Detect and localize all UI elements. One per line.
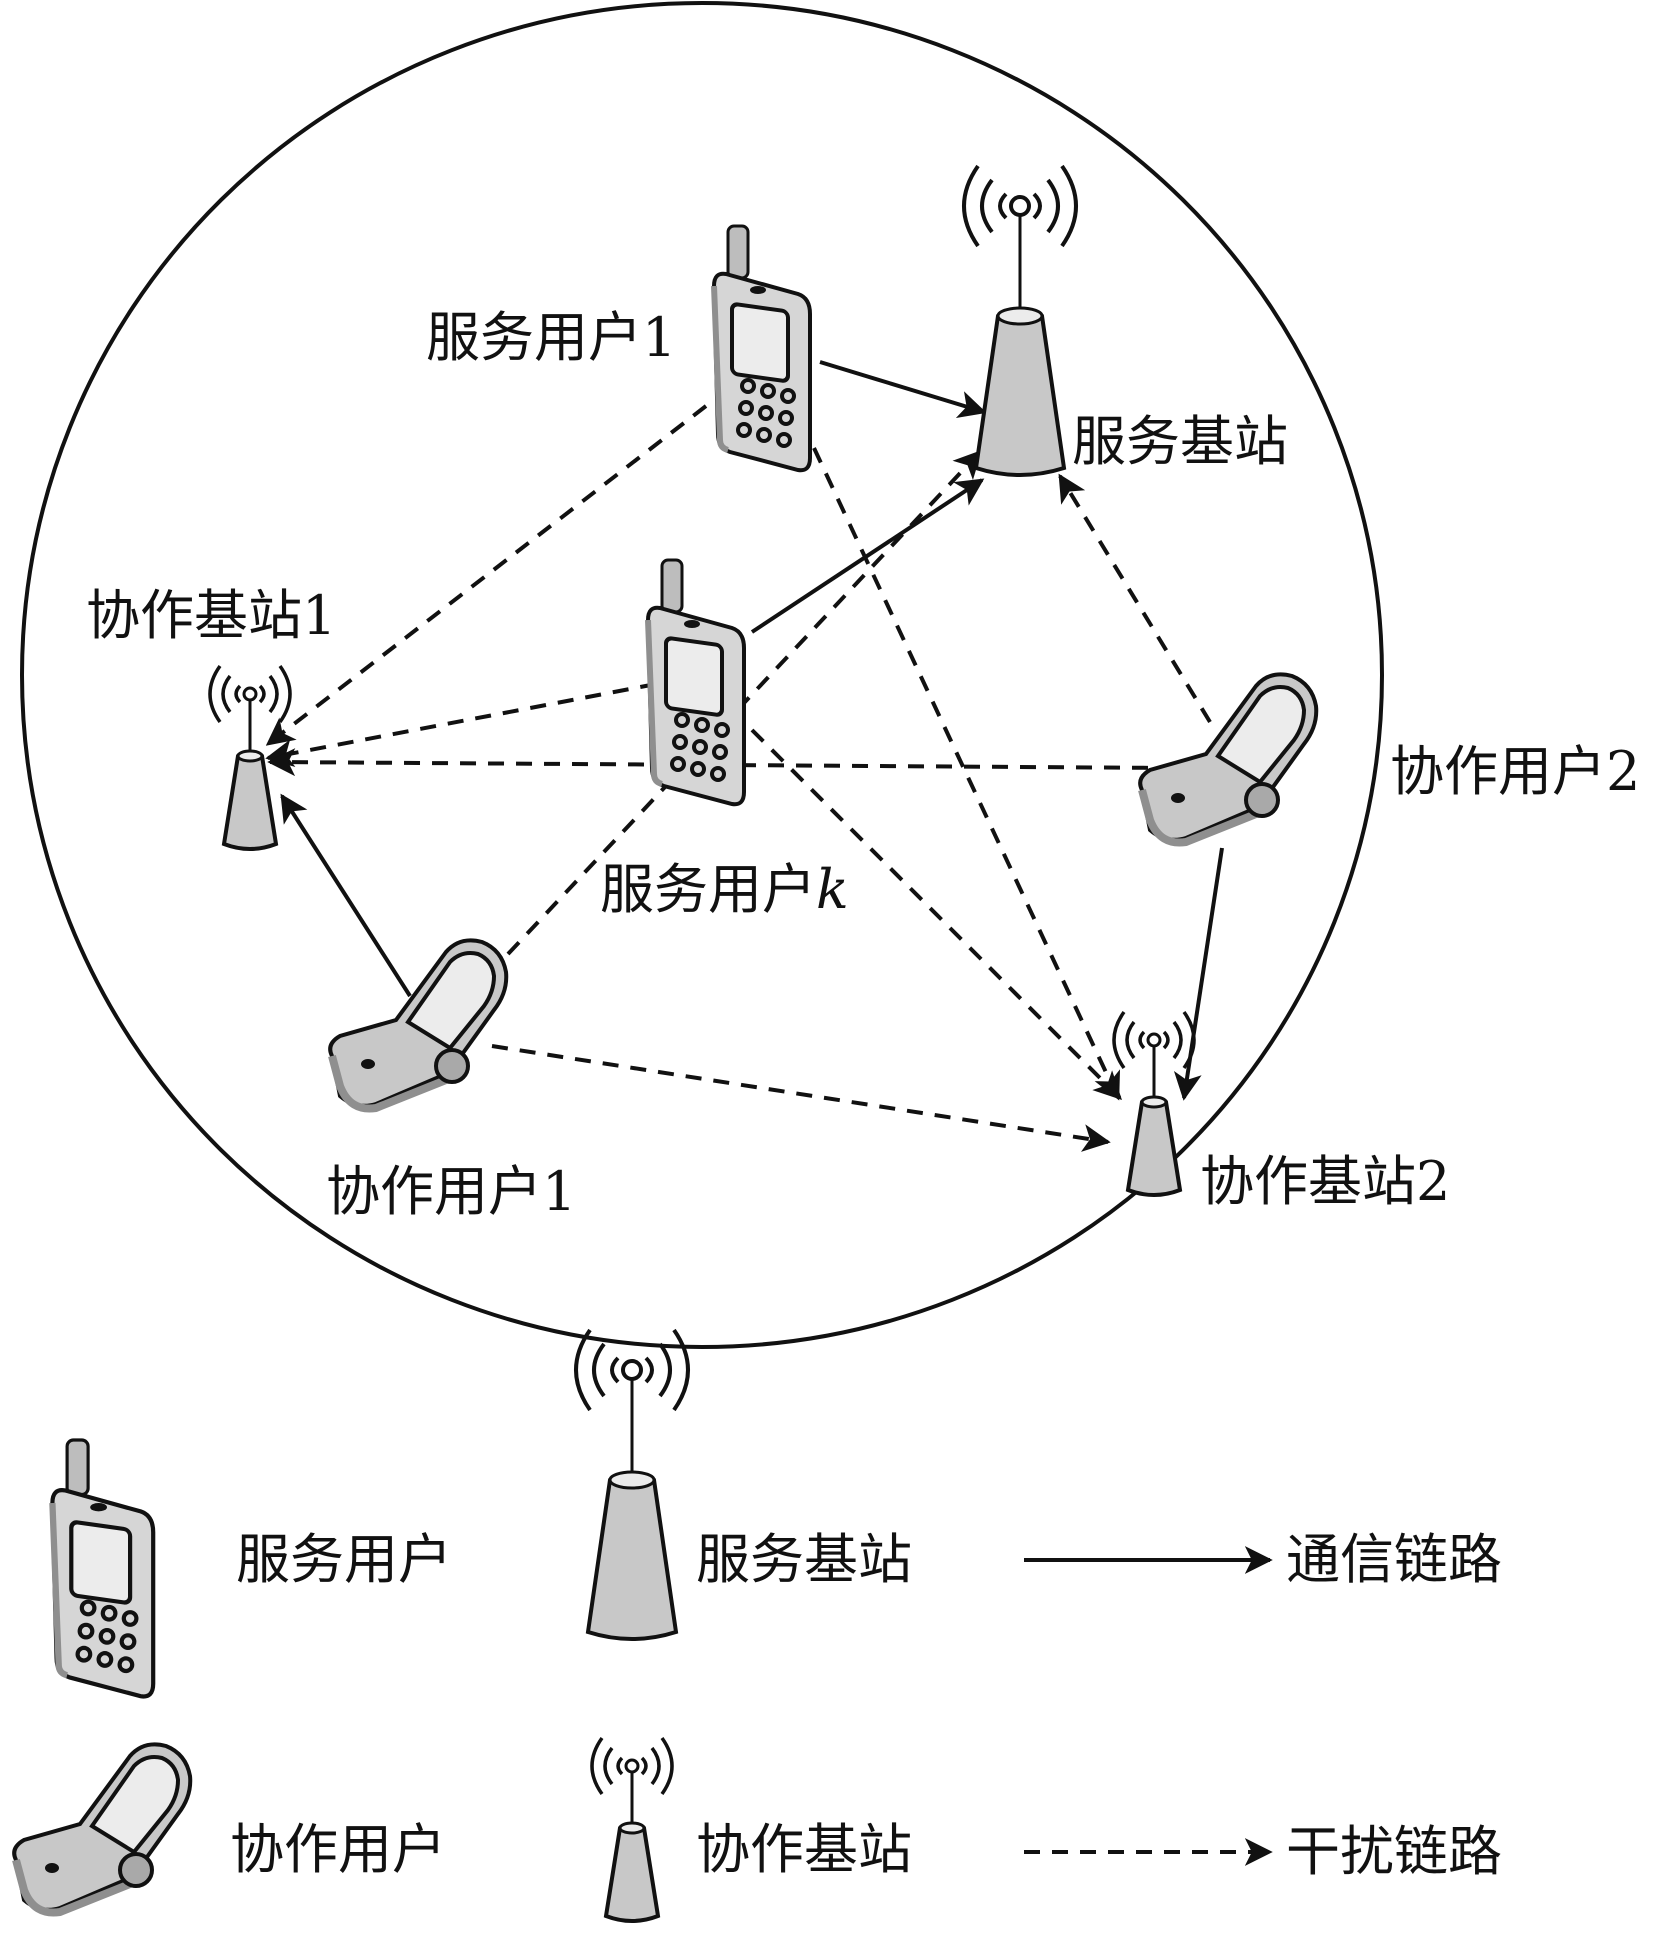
serving-user-k-phone-icon bbox=[648, 560, 744, 804]
legend-serving-bs-icon bbox=[574, 1328, 690, 1641]
label-serving-user-k-prefix: 服务用户 bbox=[600, 858, 816, 921]
coop-user-1-flip-phone-icon bbox=[330, 940, 506, 1108]
serving-bs-tower-icon bbox=[962, 164, 1078, 477]
legend-comm-link-label: 通信链路 bbox=[1286, 1528, 1502, 1591]
legend-coop-user-icon bbox=[14, 1744, 190, 1912]
coop-bs-1-tower-icon bbox=[208, 664, 292, 851]
legend-coop-user-label: 协作用户 bbox=[230, 1818, 446, 1881]
legend-coop-bs-label: 协作基站 bbox=[696, 1818, 912, 1881]
comm-link bbox=[819, 360, 987, 419]
interference-link bbox=[265, 682, 657, 768]
legend-serving-user-label: 服务用户 bbox=[236, 1528, 452, 1591]
label-serving-user-1: 服务用户1 bbox=[426, 306, 676, 369]
legend-serving-user-icon bbox=[52, 1440, 153, 1696]
legend-serving-bs-label: 服务基站 bbox=[696, 1528, 912, 1591]
label-serving-user-k-suffix: k bbox=[816, 858, 849, 921]
label-serving-bs: 服务基站 bbox=[1072, 410, 1288, 473]
coop-bs-2-tower-icon bbox=[1112, 1010, 1196, 1197]
label-serving-user-k: 服务用户k bbox=[600, 858, 849, 921]
coverage-circle bbox=[20, 1, 1384, 1349]
interference-link bbox=[812, 447, 1121, 1101]
label-coop-user-2: 协作用户2 bbox=[1390, 740, 1640, 803]
label-coop-bs-1: 协作基站1 bbox=[86, 584, 336, 647]
legend-interference-link-label: 干扰链路 bbox=[1286, 1820, 1502, 1883]
label-coop-bs-2: 协作基站2 bbox=[1200, 1150, 1450, 1213]
interference-link bbox=[750, 728, 1122, 1100]
comm-link bbox=[280, 793, 412, 998]
interference-link bbox=[265, 404, 708, 746]
coop-user-2-flip-phone-icon bbox=[1140, 674, 1316, 842]
legend-coop-bs-icon bbox=[590, 1736, 674, 1923]
interference-link bbox=[1058, 473, 1212, 724]
serving-user-1-phone-icon bbox=[714, 226, 810, 470]
label-coop-user-1: 协作用户1 bbox=[326, 1160, 576, 1223]
interference-link bbox=[491, 1044, 1111, 1152]
comm-link bbox=[750, 478, 985, 634]
legend: 服务用户 服务基站 通信链路 协作用户 协作基站 干扰链路 bbox=[14, 1328, 1502, 1923]
